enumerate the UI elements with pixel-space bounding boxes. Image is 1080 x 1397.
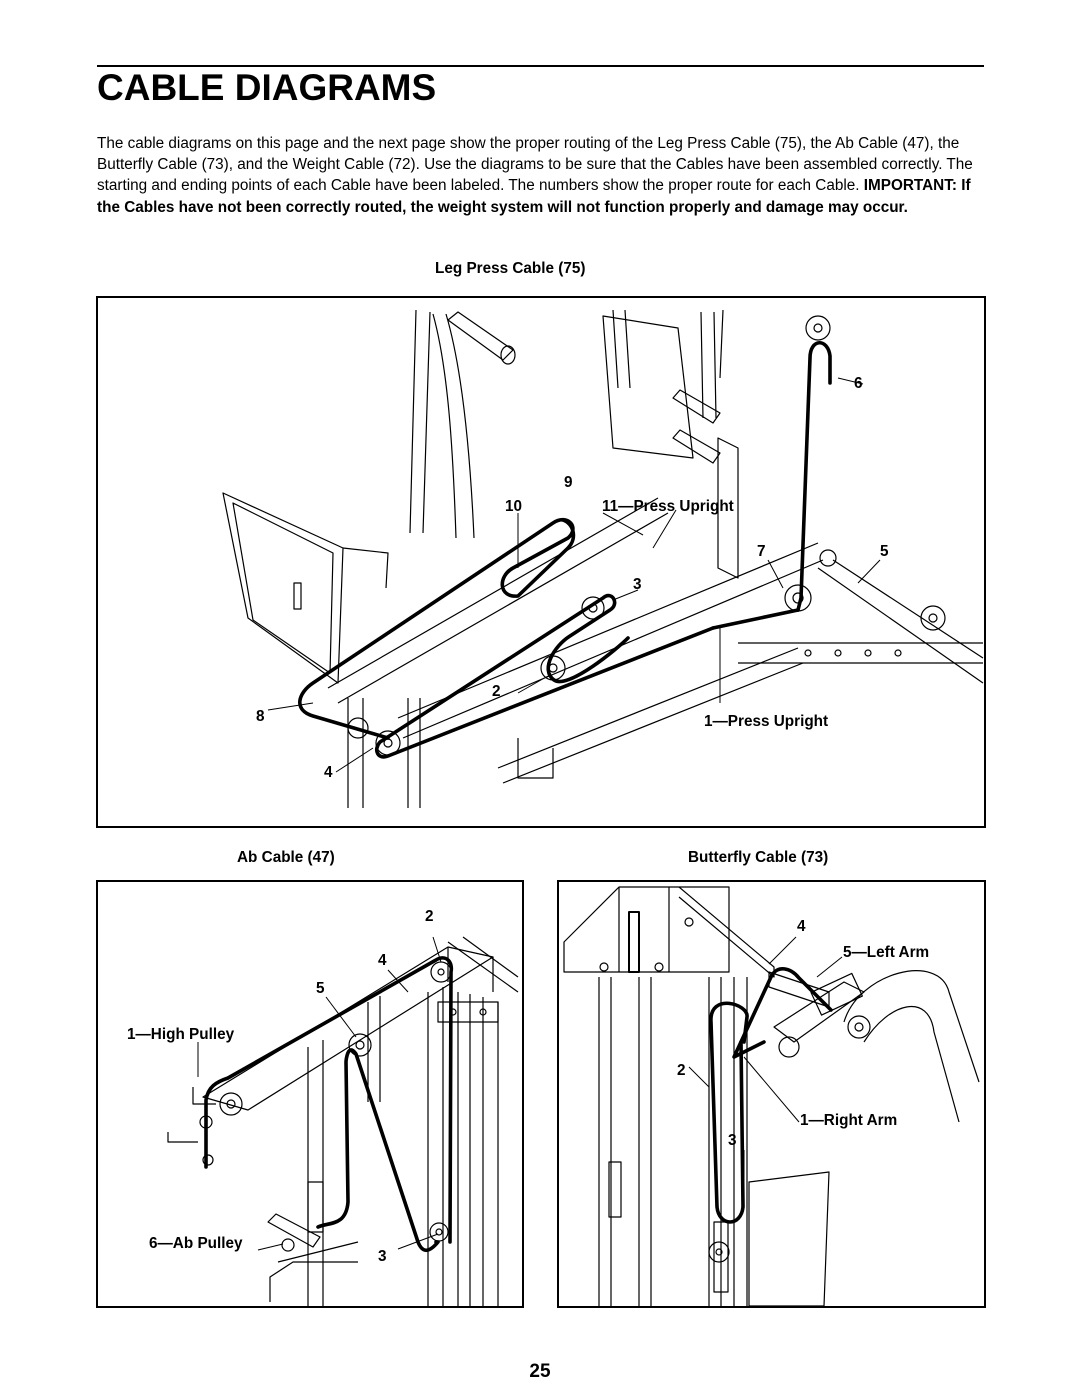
butterfly-label-5-left-arm: 5—Left Arm	[843, 944, 930, 961]
title-rule	[97, 65, 984, 67]
leg-press-caption: Leg Press Cable (75)	[435, 260, 586, 277]
intro-paragraph: The cable diagrams on this page and the …	[97, 133, 987, 218]
butterfly-label-4: 4	[797, 918, 806, 935]
leg-press-label-2: 2	[492, 683, 501, 700]
leg-press-label-3: 3	[633, 576, 642, 593]
butterfly-label-1-right-arm: 1—Right Arm	[800, 1112, 898, 1129]
ab-cable-label-3: 3	[378, 1248, 387, 1265]
ab-cable-diagram: 2 4 5 1—High Pulley 6—Ab Pulley 3	[96, 880, 524, 1308]
ab-cable-label-2: 2	[425, 908, 434, 925]
leg-press-label-5: 5	[880, 543, 889, 560]
page-number: 25	[529, 1361, 551, 1382]
butterfly-cable-caption: Butterfly Cable (73)	[688, 849, 829, 866]
ab-cable-label-4: 4	[378, 952, 387, 969]
ab-cable-drawing	[167, 936, 519, 1306]
ab-cable-caption: Ab Cable (47)	[237, 849, 335, 866]
butterfly-cable-drawing	[563, 886, 980, 1306]
leg-press-label-8: 8	[256, 708, 265, 725]
leg-press-label-6: 6	[854, 375, 863, 392]
leg-press-label-7: 7	[757, 543, 766, 560]
butterfly-label-2: 2	[677, 1062, 686, 1079]
leg-press-label-4: 4	[324, 764, 333, 781]
butterfly-label-3: 3	[728, 1132, 737, 1149]
leg-press-diagram: 6 9 10 11—Press Upright 7 5 3 2 8 1—Pres…	[96, 296, 986, 828]
leg-press-label-11-press-upright: 11—Press Upright	[602, 498, 734, 515]
ab-cable-label-1-high-pulley: 1—High Pulley	[127, 1026, 235, 1043]
butterfly-cable-diagram: 4 5—Left Arm 2 1—Right Arm 3	[557, 880, 986, 1308]
intro-important: IMPORTANT: If the Cables have not been c…	[97, 177, 971, 216]
ab-cable-label-5: 5	[316, 980, 325, 997]
leg-press-label-10: 10	[505, 498, 523, 515]
leg-press-drawing	[222, 309, 984, 808]
ab-cable-label-6-ab-pulley: 6—Ab Pulley	[149, 1235, 243, 1252]
leg-press-label-1-press-upright: 1—Press Upright	[704, 713, 829, 730]
intro-text: The cable diagrams on this page and the …	[97, 135, 973, 195]
page-title: CABLE DIAGRAMS	[97, 67, 437, 108]
leg-press-label-9: 9	[564, 474, 573, 491]
